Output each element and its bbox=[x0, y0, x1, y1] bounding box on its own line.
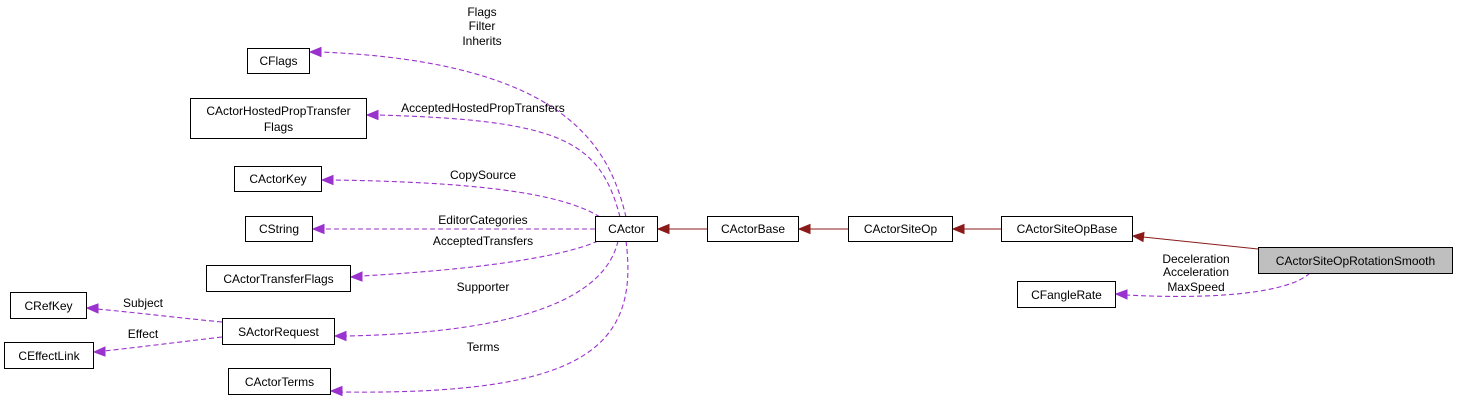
class-name: CActorBase bbox=[721, 222, 785, 236]
class-node-cactorsiteoprotationsmooth[interactable]: CActorSiteOpRotationSmooth bbox=[1258, 247, 1453, 274]
edges bbox=[85, 46, 1311, 397]
edge-label-terms: Terms bbox=[467, 340, 500, 354]
class-name: CActorTransferFlags bbox=[223, 272, 333, 286]
nodes: CFlags CActorHostedPropTransfer Flags CA… bbox=[4, 48, 1453, 395]
edge-label-acceptedtransfers: AcceptedTransfers bbox=[433, 234, 533, 248]
edge-label-deceleration: Deceleration bbox=[1162, 252, 1229, 266]
edge-label-subject: Subject bbox=[123, 296, 164, 310]
class-node-cactorkey[interactable]: CActorKey bbox=[234, 166, 322, 192]
class-node-cactor[interactable]: CActor bbox=[595, 216, 658, 242]
class-name: CActorSiteOpRotationSmooth bbox=[1276, 254, 1435, 268]
edge-cactor-uses-hostedproptransferflags bbox=[365, 109, 621, 218]
class-name: CActor bbox=[608, 222, 645, 236]
edge-cactor-uses-cstring bbox=[311, 223, 595, 235]
class-name: CRefKey bbox=[24, 299, 72, 313]
class-name: CEffectLink bbox=[18, 349, 80, 363]
edge-label-supporter: Supporter bbox=[457, 280, 510, 294]
class-name: CActorSiteOp bbox=[864, 222, 938, 236]
edge-cactor-uses-transferflags bbox=[349, 240, 599, 282]
class-node-cactorhostedproptransferflags[interactable]: CActorHostedPropTransfer Flags bbox=[190, 98, 367, 139]
class-name: CFangleRate bbox=[1031, 288, 1102, 302]
edge-label-maxspeed: MaxSpeed bbox=[1167, 280, 1224, 294]
class-node-cflags[interactable]: CFlags bbox=[247, 48, 310, 74]
class-name: CActorKey bbox=[249, 172, 306, 186]
class-name: CString bbox=[259, 222, 299, 236]
class-node-ceffectlink[interactable]: CEffectLink bbox=[4, 342, 94, 369]
class-name-line-2: Flags bbox=[264, 120, 293, 134]
edge-cactorsiteopbase-inherits-cactorsiteop bbox=[951, 223, 1001, 235]
edge-label-accepted-hosted: AcceptedHostedPropTransfers bbox=[401, 101, 565, 115]
edge-label-acceleration: Acceleration bbox=[1163, 265, 1229, 279]
edge-label-copysource: CopySource bbox=[450, 168, 516, 182]
edge-label-editorcategories: EditorCategories bbox=[438, 213, 527, 227]
edge-cactor-uses-cactorkey bbox=[320, 174, 601, 218]
edge-label-effect: Effect bbox=[128, 327, 159, 341]
edge-label-flags: Flags bbox=[467, 5, 496, 19]
edge-labels: Flags Filter Inherits AcceptedHostedProp… bbox=[123, 5, 1230, 354]
class-node-cactortransferflags[interactable]: CActorTransferFlags bbox=[206, 265, 351, 292]
class-node-cactorterms[interactable]: CActorTerms bbox=[228, 368, 331, 395]
edge-cactor-uses-cactorterms bbox=[329, 240, 629, 397]
class-node-cactorsiteopbase[interactable]: CActorSiteOpBase bbox=[1001, 216, 1133, 242]
class-node-cactorbase[interactable]: CActorBase bbox=[707, 216, 799, 242]
edge-cactorbase-inherits-cactor bbox=[656, 223, 707, 235]
class-node-cfanglerate[interactable]: CFangleRate bbox=[1017, 281, 1116, 308]
edge-label-inherits: Inherits bbox=[462, 34, 501, 48]
class-node-sactorrequest[interactable]: SActorRequest bbox=[222, 318, 335, 345]
edge-sactorrequest-uses-crefkey bbox=[85, 303, 223, 323]
class-name-line-1: CActorHostedPropTransfer bbox=[206, 104, 350, 118]
class-name: CFlags bbox=[259, 54, 297, 68]
edge-cactor-uses-sactorrequest bbox=[333, 240, 619, 342]
class-name: SActorRequest bbox=[238, 325, 319, 339]
class-name: CActorTerms bbox=[245, 375, 314, 389]
edge-focus-uses-cfanglerate bbox=[1114, 272, 1311, 300]
class-name: CActorSiteOpBase bbox=[1017, 222, 1118, 236]
class-node-crefkey[interactable]: CRefKey bbox=[10, 292, 87, 319]
edge-label-filter: Filter bbox=[469, 19, 496, 33]
edge-sactorrequest-uses-ceffectlink bbox=[92, 336, 223, 357]
edge-focus-inherits-cactorsiteopbase bbox=[1131, 231, 1259, 250]
class-node-cstring[interactable]: CString bbox=[245, 216, 313, 242]
edge-cactorsiteop-inherits-cactorbase bbox=[797, 223, 848, 235]
edge-cactor-uses-cflags bbox=[308, 46, 627, 218]
class-node-cactorsiteop[interactable]: CActorSiteOp bbox=[848, 216, 953, 242]
